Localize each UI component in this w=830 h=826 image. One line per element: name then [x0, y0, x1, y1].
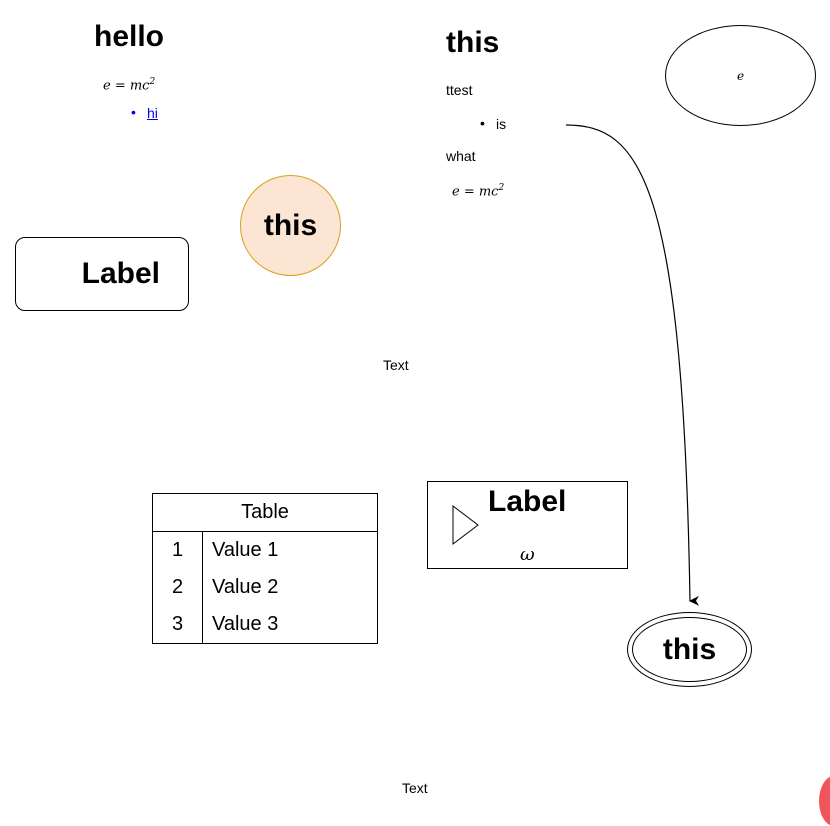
hello-equation: e = mc2: [103, 77, 156, 94]
table-row: 1 Value 1: [153, 532, 377, 569]
text-bottom[interactable]: Text: [402, 780, 428, 796]
hi-link[interactable]: hi: [131, 104, 158, 121]
double-ellipse-inner: this: [632, 617, 747, 682]
play-triangle-icon: [452, 505, 479, 545]
is-list-item: is: [480, 115, 506, 132]
table-row: 3 Value 3: [153, 606, 377, 643]
this-equation: e = mc2: [452, 183, 505, 200]
circle-label: this: [263, 208, 318, 242]
table-title: Table: [153, 494, 377, 532]
ellipse-label: e: [736, 68, 745, 83]
value-table[interactable]: Table 1 Value 1 2 Value 2 3 Value 3: [152, 493, 378, 644]
table-row: 2 Value 2: [153, 569, 377, 606]
circle-this-shape[interactable]: this: [240, 175, 341, 276]
double-ellipse-shape[interactable]: this: [627, 612, 752, 687]
table-row-number: 2: [153, 569, 203, 606]
text-middle[interactable]: Text: [383, 357, 409, 373]
table-row-value: Value 3: [212, 613, 279, 635]
double-ellipse-label: this: [662, 632, 717, 666]
table-row-value: Value 2: [212, 576, 279, 598]
what-text: what: [446, 148, 476, 164]
ellipse-e-shape[interactable]: e: [665, 25, 816, 126]
rounded-box-label: Label: [81, 257, 160, 290]
this-heading: this: [446, 26, 500, 59]
rounded-label-box[interactable]: Label: [15, 237, 189, 311]
table-row-value: Value 1: [212, 539, 279, 561]
table-row-number: 3: [153, 606, 203, 643]
connector-arrow: [565, 124, 700, 606]
hello-heading: hello: [94, 20, 165, 53]
corner-indicator: [819, 776, 830, 826]
ttest-text: ttest: [446, 82, 473, 98]
play-label-box[interactable]: Label ω: [427, 481, 628, 569]
table-row-number: 1: [153, 532, 203, 569]
omega-symbol: ω: [520, 544, 535, 565]
play-box-label: Label: [488, 485, 567, 518]
